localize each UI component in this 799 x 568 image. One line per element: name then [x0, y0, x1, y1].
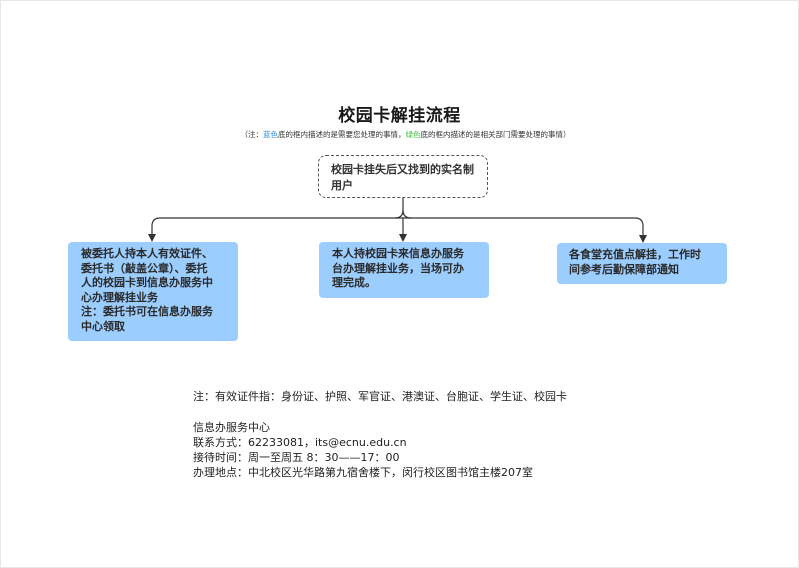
contact-phone: 联系方式：62233081，its@ecnu.edu.cn	[193, 436, 407, 449]
diagram-title: 校园卡解挂流程	[338, 106, 461, 126]
color-legend-note: （注：蓝色底的框内描述的是需要您处理的事情，绿色底的框内描述的是相关部门需要处理…	[0, 129, 799, 140]
branch-box-line: 委托书（敲盖公章）、委托	[81, 261, 208, 275]
branch-box-line: 被委托人持本人有效证件、	[81, 247, 213, 260]
note-middle: 底的框内描述的是需要您处理的事情，	[278, 130, 406, 139]
branch-box-line: 人的校园卡到信息办服务中	[81, 276, 213, 289]
branch-box-line: 中心领取	[81, 319, 125, 333]
note-prefix: （注：	[240, 130, 264, 139]
branch-box-line: 本人持校园卡来信息办服务	[332, 247, 464, 260]
branch-box-line: 台办理解挂业务，当场可办	[332, 261, 464, 275]
connector-trunk-left	[394, 209, 404, 219]
connector-to-right-box	[634, 217, 647, 243]
note-suffix: 底的框内描述的是相关部门需要处理的事情）	[420, 130, 571, 139]
branch-box-line: 注：委托书可在信息办服务	[81, 305, 213, 318]
valid-id-footnote: 注：有效证件指：身份证、护照、军官证、港澳证、台胞证、学生证、校园卡	[193, 390, 567, 403]
contact-hours: 接待时间：周一至周五 8：30——17：00	[193, 451, 400, 464]
branch-box-line: 间参考后勤保障部通知	[569, 262, 679, 276]
contact-org: 信息办服务中心	[193, 421, 270, 434]
branch-box-in-person: 本人持校园卡来信息办服务 台办理解挂业务，当场可办 理完成。	[319, 242, 489, 298]
branch-box-line: 各食堂充值点解挂，工作时	[569, 248, 701, 261]
note-green-word: 绿色	[405, 130, 421, 139]
start-node: 校园卡挂失后又找到的实名制用户	[318, 155, 488, 198]
branch-box-canteen: 各食堂充值点解挂，工作时 间参考后勤保障部通知	[557, 243, 727, 284]
branch-box-line: 心办理解挂业务	[81, 290, 158, 304]
branch-box-proxy: 被委托人持本人有效证件、 委托书（敲盖公章）、委托 人的校园卡到信息办服务中 心…	[68, 242, 238, 341]
connector-trunk	[402, 198, 412, 219]
connector-to-left-box	[148, 217, 161, 242]
contact-info: 信息办服务中心 联系方式：62233081，its@ecnu.edu.cn 接待…	[193, 420, 533, 480]
branch-box-line: 理完成。	[332, 276, 376, 289]
contact-address: 办理地点：中北校区光华路第九宿舍楼下，闵行校区图书馆主楼207室	[193, 466, 533, 479]
note-blue-word: 蓝色	[263, 130, 278, 139]
